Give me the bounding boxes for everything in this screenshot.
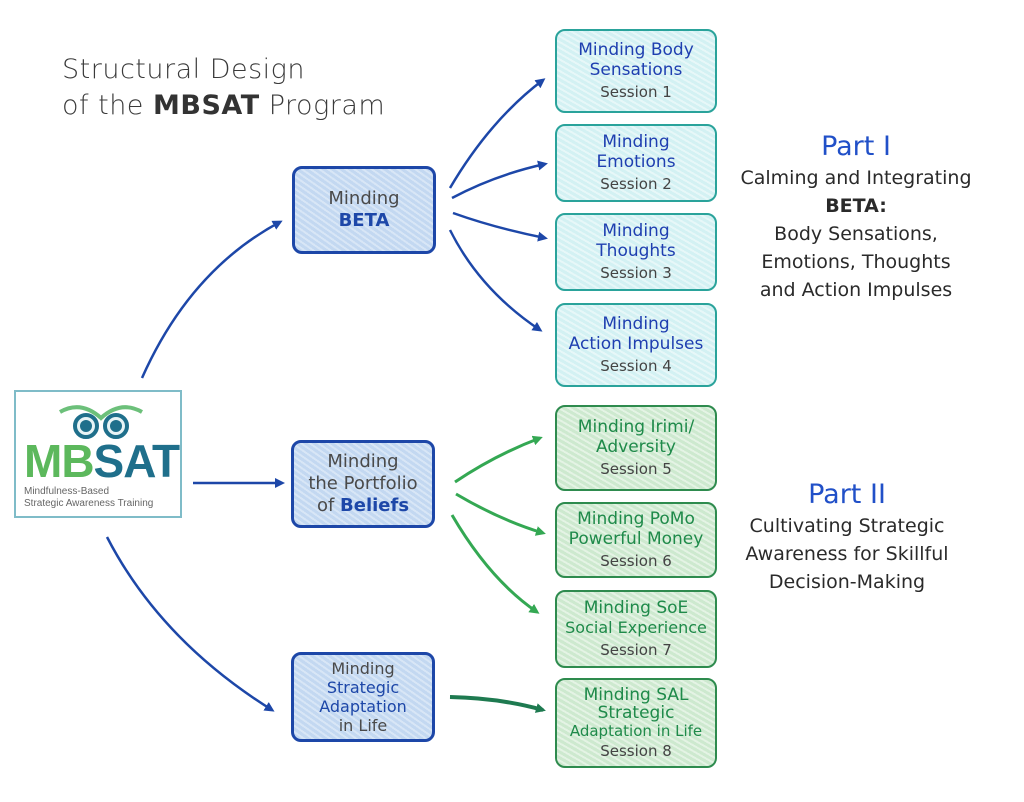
part-2-heading: Part II (808, 479, 886, 510)
hub-minding-sal: Minding Strategic Adaptation in Life (291, 652, 435, 742)
arrow-beliefs-to-s6 (455, 492, 546, 536)
session-4-box: Minding Action Impulses Session 4 (555, 303, 717, 387)
session-8-box: Minding SAL Strategic Adaptation in Life… (555, 678, 717, 768)
session-2-box: Minding Emotions Session 2 (555, 124, 717, 202)
logo-wordmark: MBSAT (24, 435, 180, 487)
arrow-beta-to-s3 (452, 211, 548, 242)
mbsat-logo: MBSAT Mindfulness-Based Strategic Awaren… (14, 390, 182, 518)
arrow-beliefs-to-s5 (454, 435, 543, 484)
title-program-name: MBSAT (153, 90, 260, 121)
arrow-beta-to-s1 (448, 78, 546, 189)
session-3-box: Minding Thoughts Session 3 (555, 213, 717, 291)
title-line-2: of the MBSAT Program (62, 90, 386, 121)
arrow-beliefs-to-s7 (450, 514, 540, 614)
arrow-logo-to-sal (105, 536, 275, 712)
part-2-description: Part II Cultivating Strategic Awareness … (722, 478, 972, 596)
part-1-heading: Part I (821, 131, 891, 162)
arrow-sal-to-s8 (449, 695, 546, 713)
diagram-title: Structural Design of the MBSAT Program (62, 52, 385, 124)
part-1-description: Part I Calming and Integrating BETA: Bod… (722, 130, 990, 304)
arrow-beta-to-s4 (448, 229, 543, 332)
session-1-box: Minding Body Sensations Session 1 (555, 29, 717, 113)
session-7-box: Minding SoE Social Experience Session 7 (555, 590, 717, 668)
session-6-box: Minding PoMo Powerful Money Session 6 (555, 502, 717, 578)
owl-globes-icon (59, 405, 143, 439)
title-line-1: Structural Design (62, 54, 305, 85)
session-5-box: Minding Irimi/ Adversity Session 5 (555, 405, 717, 491)
arrow-beta-to-s2 (451, 160, 548, 200)
arrow-logo-to-beta (140, 220, 283, 379)
hub-minding-beta: Minding BETA (292, 166, 436, 254)
hub-minding-beliefs: Minding the Portfolio of Beliefs (291, 440, 435, 528)
logo-subtitle: Mindfulness-Based Strategic Awareness Tr… (24, 486, 154, 509)
